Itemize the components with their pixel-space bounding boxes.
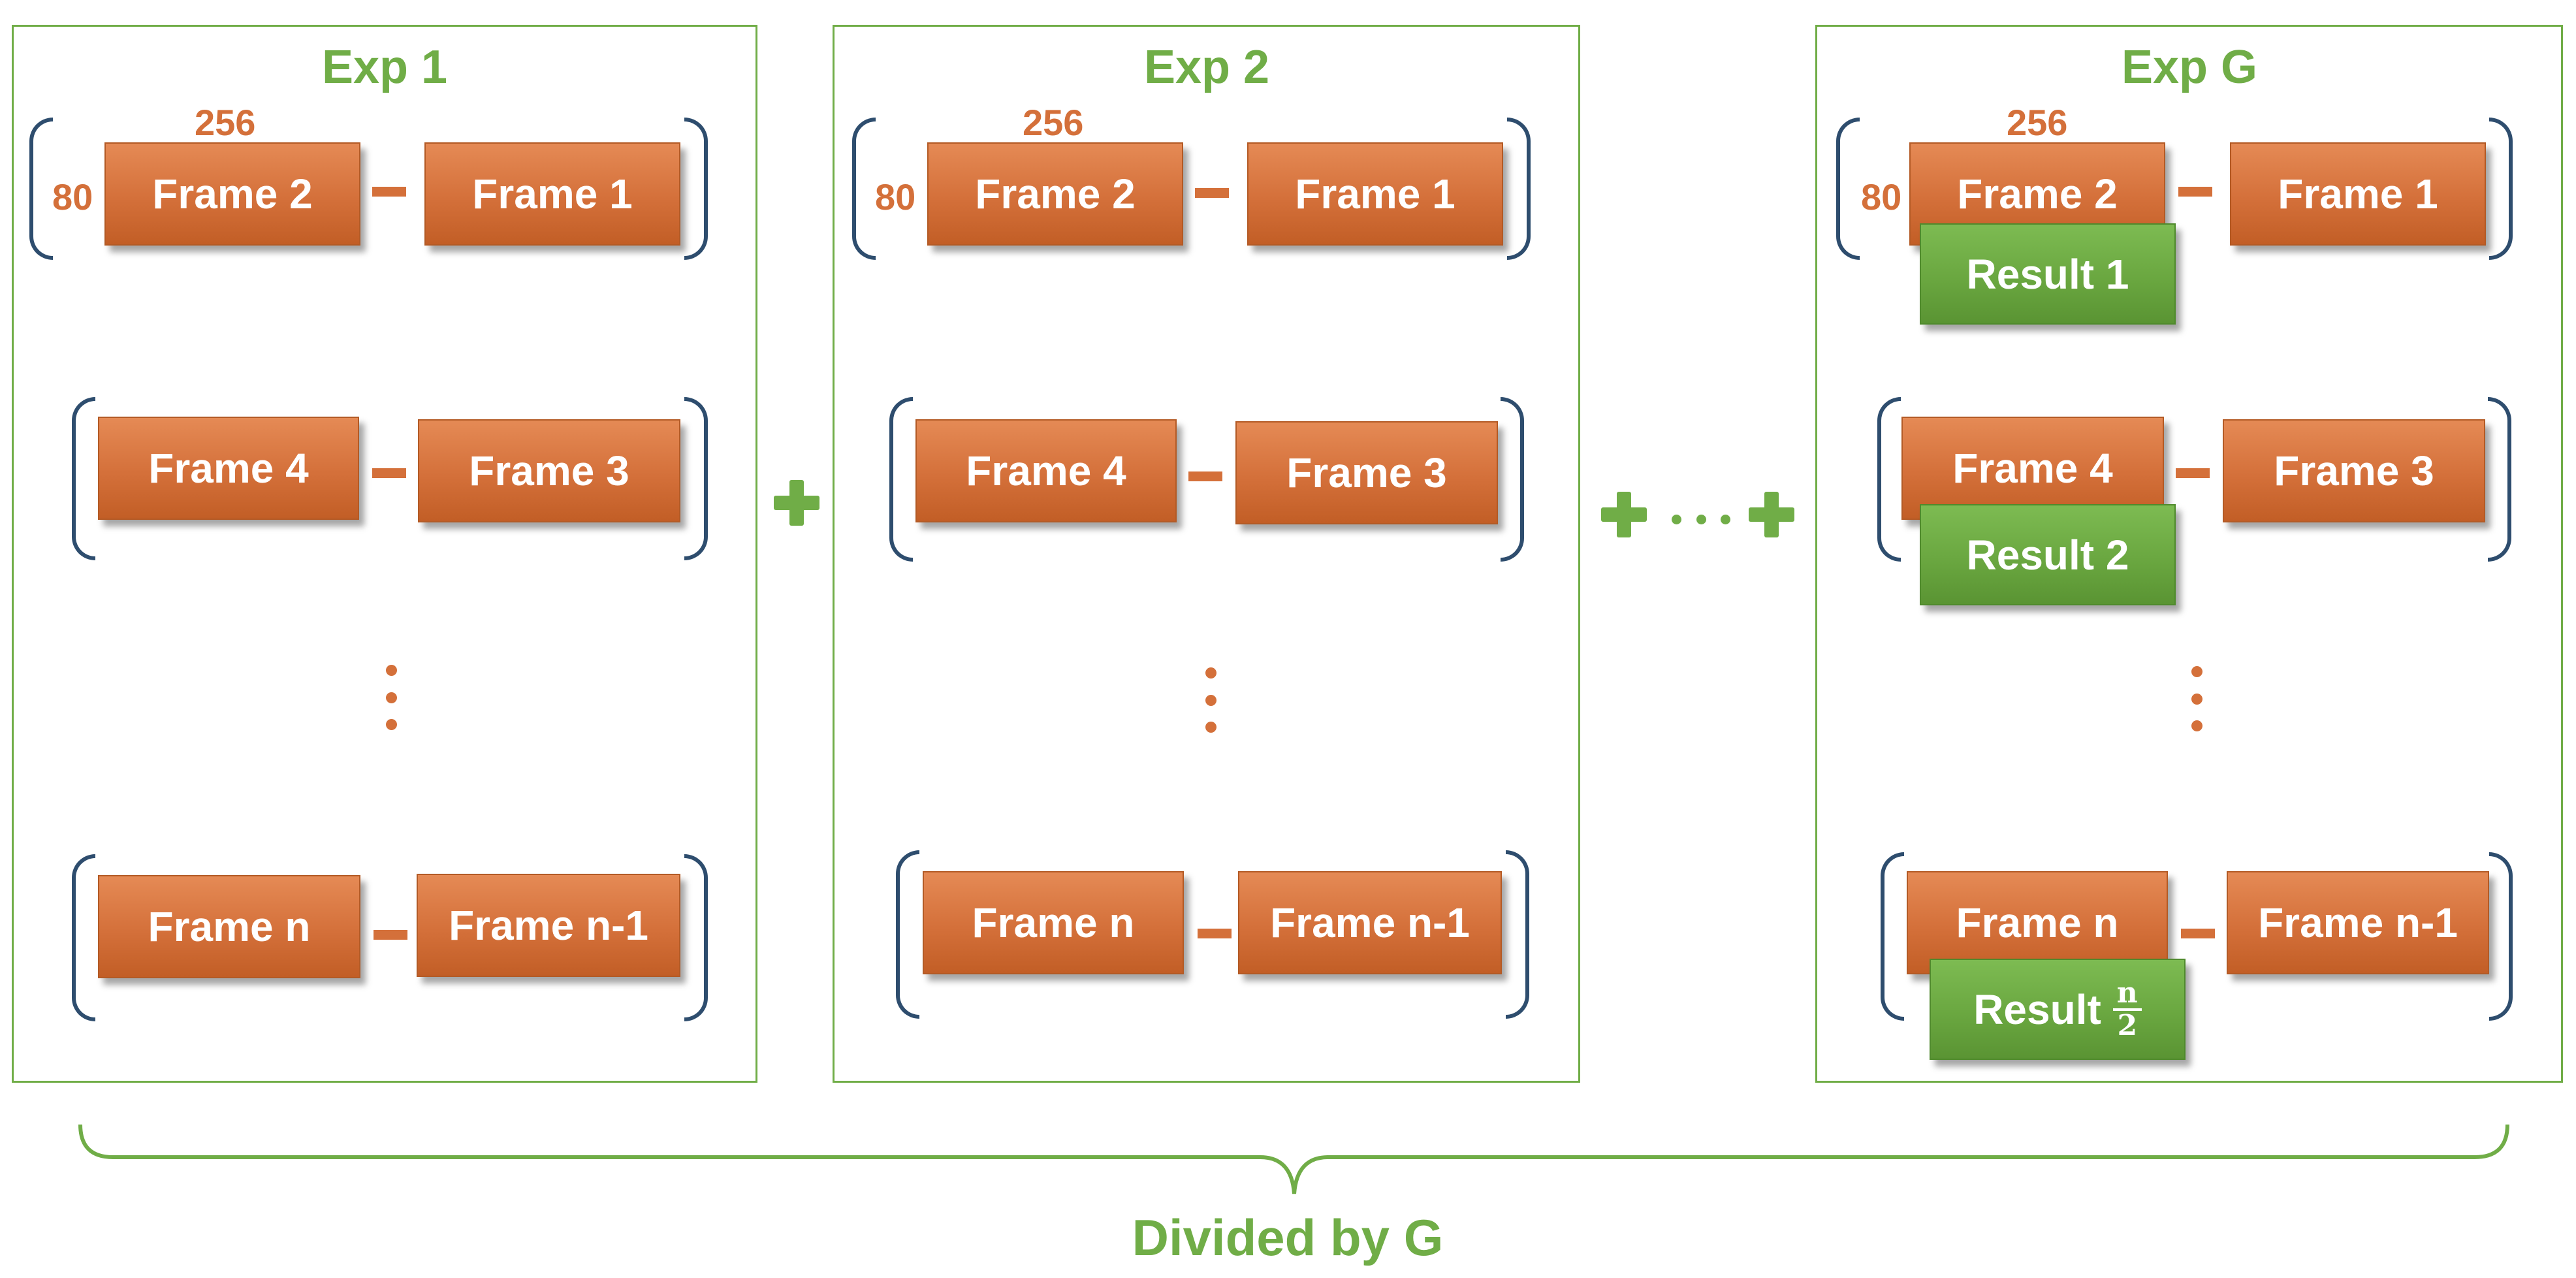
frame-box: Frame 4: [915, 419, 1177, 522]
experiment-title: Exp G: [2121, 41, 2258, 93]
vertical-ellipsis: [385, 665, 397, 730]
minus-operator: [374, 930, 407, 940]
result-box: Result 1: [1920, 223, 2176, 325]
fraction: n 2: [2112, 978, 2142, 1042]
height-dimension-label: 80: [52, 176, 93, 217]
frame-box: Frame 1: [1247, 142, 1503, 246]
minus-operator: [2176, 468, 2210, 478]
result-box: Result 2: [1920, 504, 2176, 605]
frame-box: Frame 1: [424, 142, 680, 246]
fraction-numerator: n: [2112, 978, 2142, 1011]
frame-box: Frame 2: [927, 142, 1183, 246]
frame-box: Frame 3: [2223, 419, 2485, 522]
frame-box: Frame 2: [104, 142, 360, 246]
result-box: Result n 2: [1930, 959, 2186, 1060]
divided-by-label: Divided by G: [1132, 1209, 1444, 1266]
plus-icon: [774, 480, 819, 526]
experiment-title: Exp 1: [321, 41, 448, 93]
height-dimension-label: 80: [875, 176, 916, 217]
frame-box: Frame n-1: [1238, 871, 1502, 974]
frame-box: Frame 4: [1901, 417, 2164, 520]
plus-icon: [1749, 492, 1794, 537]
minus-operator: [1198, 929, 1232, 938]
minus-operator: [2181, 929, 2215, 938]
result-label: Result: [1973, 985, 2101, 1033]
experiment-title: Exp 2: [1143, 41, 1270, 93]
vertical-ellipsis: [2191, 666, 2202, 731]
frame-box: Frame 3: [1235, 421, 1498, 524]
width-dimension-label: 256: [1023, 102, 1084, 143]
width-dimension-label: 256: [195, 102, 256, 143]
plus-icon: [1601, 492, 1647, 537]
frame-box: Frame n: [923, 871, 1184, 974]
experiment-panel-2: [833, 25, 1580, 1083]
vertical-ellipsis: [1205, 667, 1216, 733]
minus-operator: [372, 187, 406, 197]
minus-operator: [2178, 187, 2212, 197]
minus-operator: [1195, 188, 1229, 198]
experiment-panel-1: [12, 25, 757, 1083]
fraction-denominator: 2: [2117, 1008, 2138, 1042]
frame-box: Frame n-1: [2227, 871, 2489, 974]
frame-box: Frame n-1: [417, 874, 680, 977]
frame-box: Frame 3: [418, 419, 680, 522]
minus-operator: [1188, 471, 1222, 481]
experiment-panel-g: [1815, 25, 2563, 1083]
width-dimension-label: 256: [2007, 102, 2068, 143]
frame-box: Frame 1: [2230, 142, 2486, 246]
frame-box: Frame n: [98, 875, 360, 978]
height-dimension-label: 80: [1861, 176, 1902, 217]
frame-box: Frame 4: [98, 417, 359, 520]
minus-operator: [372, 468, 406, 478]
horizontal-ellipsis: [1672, 514, 1730, 524]
